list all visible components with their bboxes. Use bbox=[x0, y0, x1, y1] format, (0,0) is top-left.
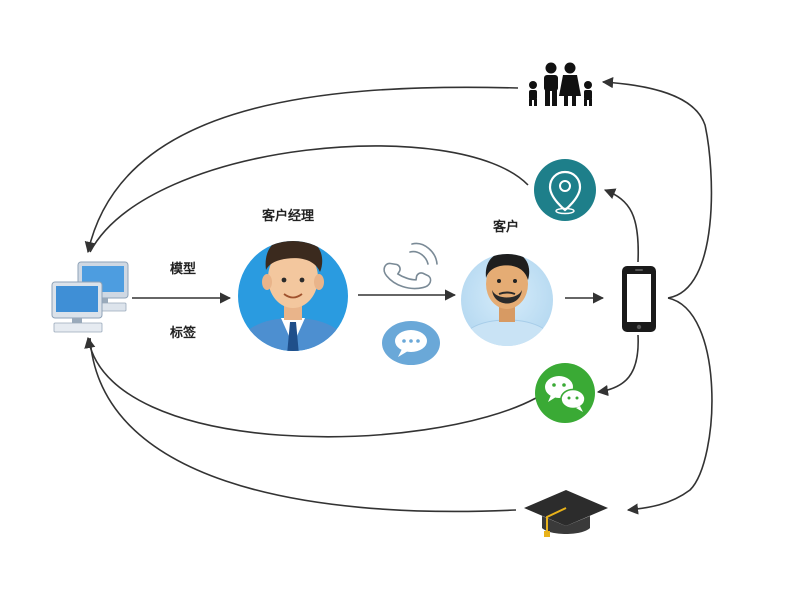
label-customer: 客户 bbox=[493, 220, 520, 235]
computer-network-icon bbox=[51, 261, 129, 333]
phone-handset-icon bbox=[383, 242, 438, 290]
arrow-phone-to-wechat bbox=[596, 334, 639, 397]
customer-avatar bbox=[461, 254, 553, 346]
label-account-manager: 客户经理 bbox=[262, 209, 315, 224]
mobile-phone-icon bbox=[622, 266, 656, 332]
arrows bbox=[84, 77, 713, 515]
chat-bubble-icon bbox=[382, 321, 440, 365]
arrow-phone-to-cap bbox=[626, 297, 713, 515]
arrow-phone-to-family bbox=[601, 77, 713, 299]
arrow-phone-to-location bbox=[603, 188, 640, 263]
arrow-cap-to-computer bbox=[89, 337, 517, 513]
label-model: 模型 bbox=[170, 262, 197, 277]
arrow-location-to-computer bbox=[89, 145, 529, 253]
arrow-wechat-to-computer bbox=[84, 336, 537, 438]
graduation-cap-icon bbox=[524, 490, 608, 537]
wechat-icon bbox=[535, 363, 595, 423]
family-icon bbox=[529, 62, 592, 106]
location-pin-icon bbox=[534, 159, 596, 221]
account-manager-avatar bbox=[238, 241, 348, 351]
label-tag: 标签 bbox=[170, 326, 197, 341]
arrow-family-to-computer bbox=[84, 86, 519, 254]
